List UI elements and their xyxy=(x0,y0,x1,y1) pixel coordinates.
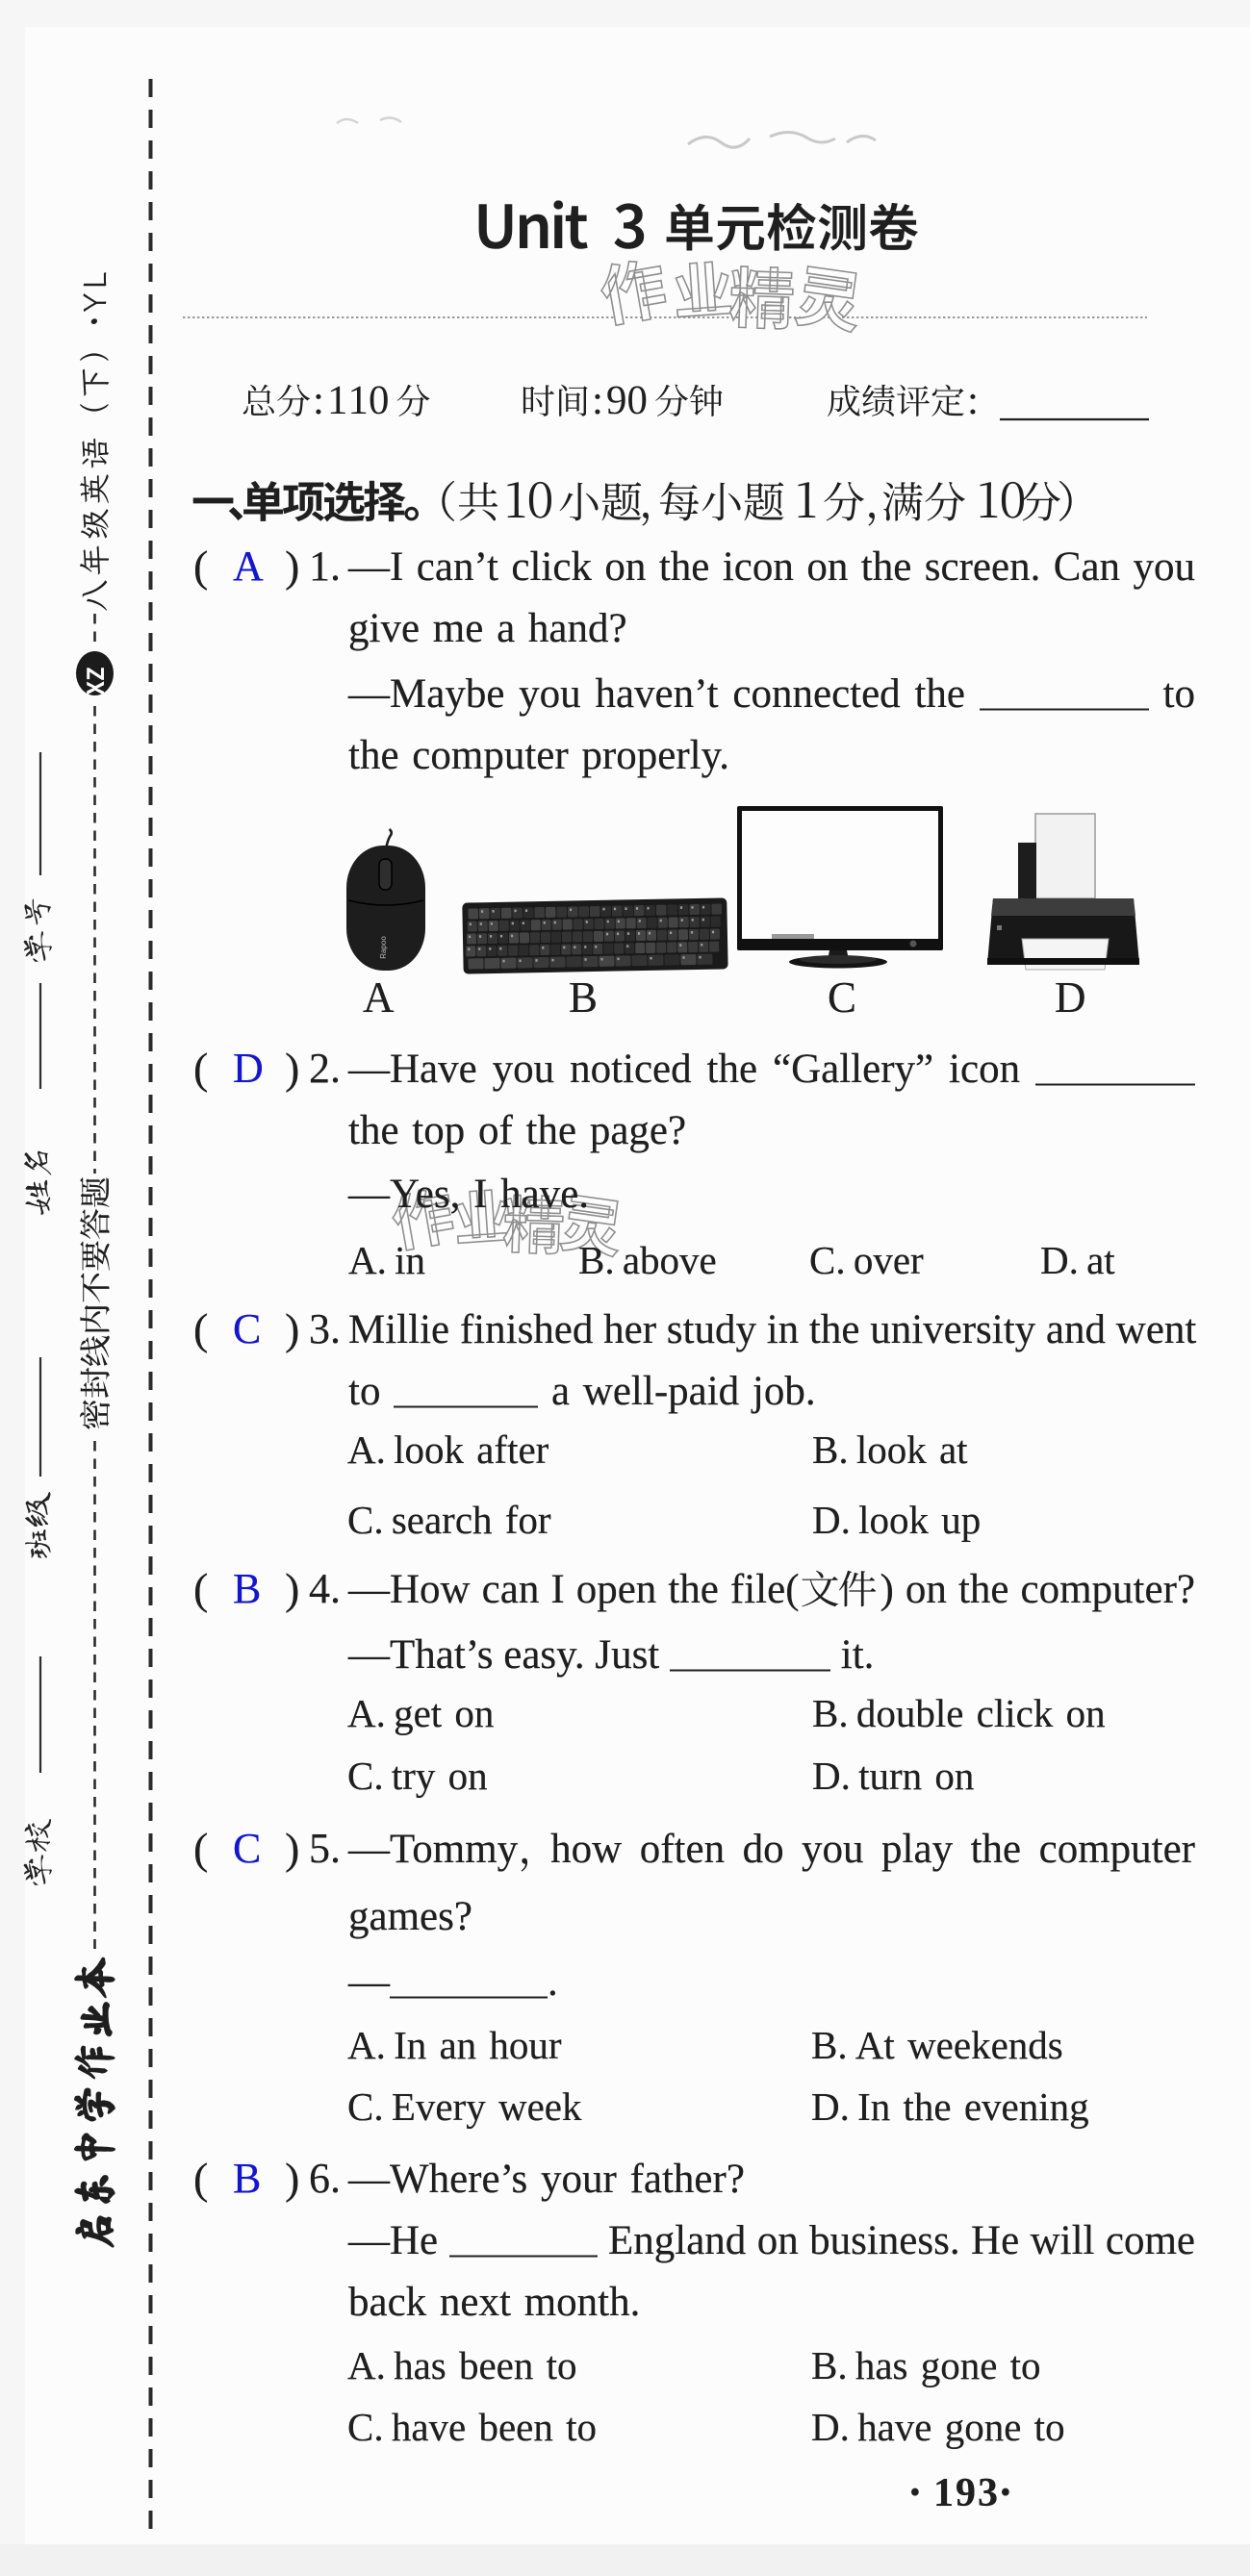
svg-text:Rapoo: Rapoo xyxy=(379,936,388,959)
